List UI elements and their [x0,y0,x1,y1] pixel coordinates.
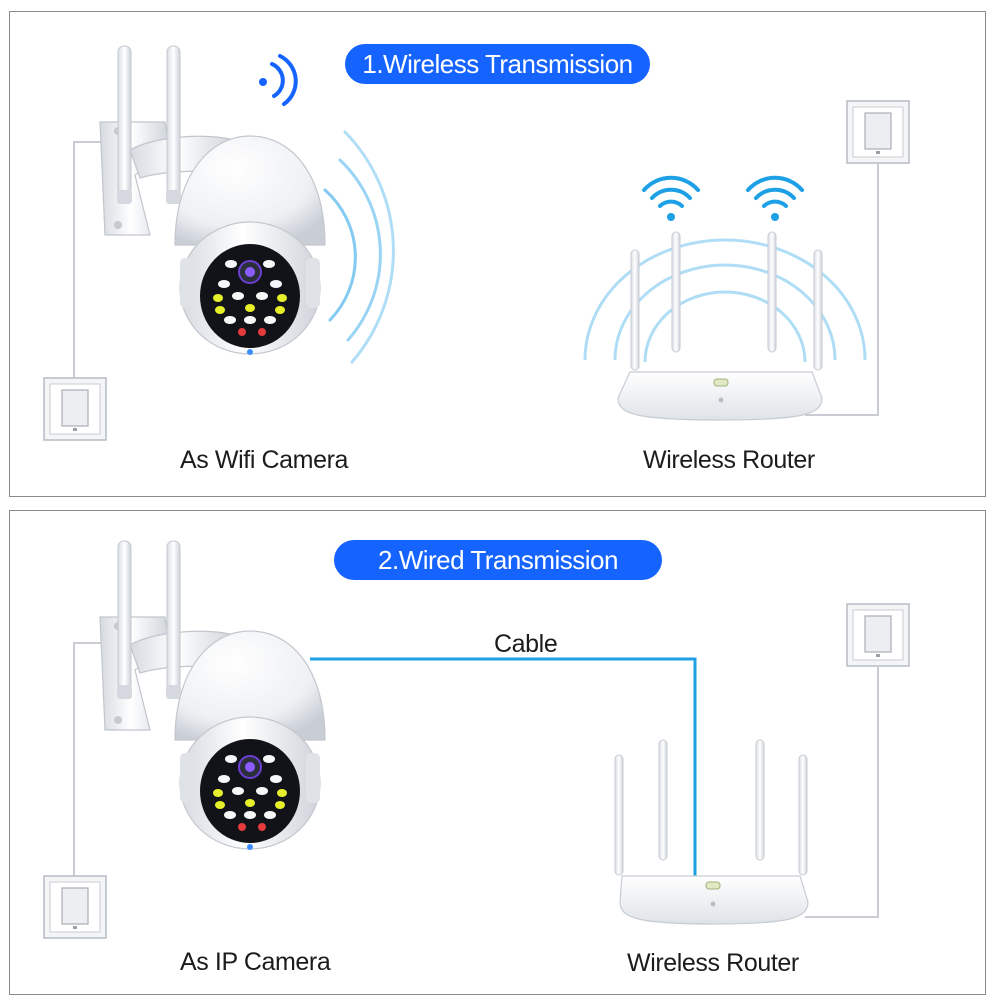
wireless-router-label: Wireless Router [643,446,815,474]
camera-signal-waves [323,130,395,364]
wired-router-label: Wireless Router [627,949,799,977]
wireless-transmission-title: 1.Wireless Transmission [345,44,650,84]
router-signal-waves [583,238,867,363]
wired-router [614,739,809,925]
wall-socket-icon [846,100,910,164]
wall-socket-icon [846,603,910,667]
wall-socket-icon [43,875,107,939]
wifi-camera-label: As Wifi Camera [180,446,349,474]
ip-camera-label: As IP Camera [180,948,331,976]
wired-transmission-title: 2.Wired Transmission [334,540,662,580]
ip-camera [99,540,326,851]
wireless-router [617,231,823,421]
network-cable [310,657,697,880]
wifi-icon [642,175,700,221]
cable-label: Cable [494,630,558,658]
wall-socket-icon [43,377,107,441]
wifi-signal-icon [259,54,298,106]
wifi-icon [746,175,804,221]
